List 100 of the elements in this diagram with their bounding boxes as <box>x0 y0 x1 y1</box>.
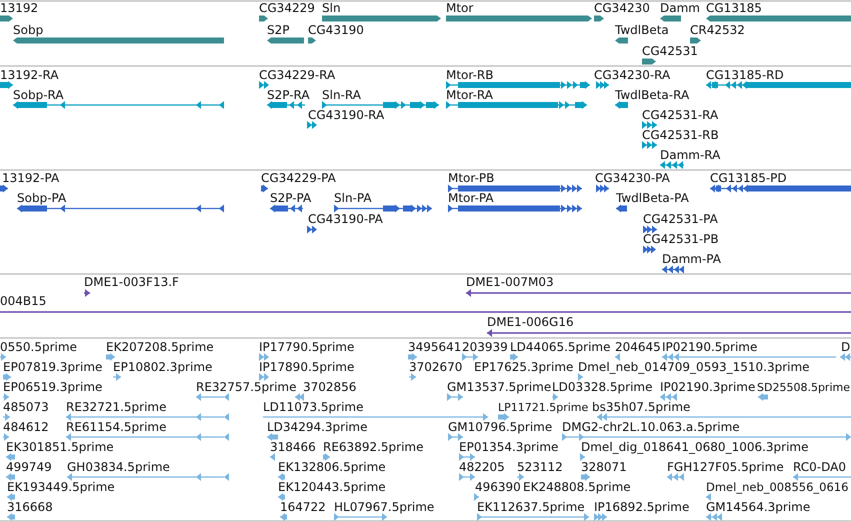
est-label: 0550.5prime <box>0 340 77 354</box>
est-label: bs35h07.5prime <box>592 400 690 414</box>
gene-label: Damm <box>660 2 700 14</box>
est-label: LD11073.5prime <box>263 400 364 414</box>
est-label: 318466 <box>270 440 316 454</box>
transcript-label: Mtor-RA <box>446 88 493 102</box>
clone-label: DME1-003F13.F <box>84 276 179 288</box>
est-label: 484612 <box>3 420 49 434</box>
est-label: Dmel_neb_008556_0616 <box>706 480 848 494</box>
transcript-label: Damm-RA <box>660 148 720 162</box>
est-label: 316668 <box>7 500 53 514</box>
protein-label: CG43190-PA <box>308 212 383 226</box>
est-label: IP02190.5prime <box>662 340 758 354</box>
est-label: RE32721.5prime <box>66 400 166 414</box>
transcript-label: Sobp-RA <box>13 88 64 102</box>
est-label: EP17625.3prime <box>474 360 574 374</box>
est-label: 204645 <box>615 340 661 354</box>
transcript-label: CG42531-RA <box>642 108 718 122</box>
est-label: 496390 <box>475 480 521 494</box>
est-label: EP06519.3prime <box>3 380 102 394</box>
protein-label: Sobp-PA <box>17 192 66 204</box>
est-label: EP10802.3prime <box>113 360 212 374</box>
est-label: GM13537.5prime <box>447 380 552 394</box>
est-label: 3495641 <box>408 340 462 354</box>
gene-label: Sln <box>322 2 341 14</box>
est-label: 203939 <box>462 340 508 354</box>
transcript-label: Sln-RA <box>322 88 361 102</box>
est-label: EP07819.3prime <box>3 360 102 374</box>
est-label: 3702670 <box>409 360 462 374</box>
est-label: GM10796.5prime <box>448 420 552 434</box>
est-label: EK301851.5prime <box>6 440 114 454</box>
est-label: HL07967.5prime <box>334 500 434 514</box>
est-label: EK112637.5prime <box>477 500 585 514</box>
est-label: LP11721.5prime <box>498 400 588 414</box>
est-label: IP16892.5prime <box>594 500 690 514</box>
gene-label: CG43190 <box>308 24 364 36</box>
est-label: IP02190.3prime <box>660 380 756 394</box>
gene-label: CG34230 <box>594 2 650 14</box>
est-label: 3702856 <box>303 380 356 394</box>
est-label: EP01354.3prime <box>459 440 558 454</box>
est-label: LD44065.5prime <box>510 340 611 354</box>
est-label: EK120443.5prime <box>278 480 386 494</box>
est-label: EK132806.5prime <box>278 460 386 474</box>
est-label: EK248808.5prime <box>523 480 631 494</box>
gene-label: Sobp <box>13 24 44 36</box>
transcript-label: TwdlBeta-RA <box>615 88 690 102</box>
transcript-label: CG42531-RB <box>642 128 719 142</box>
transcript-label: CG34230-RA <box>594 68 670 82</box>
protein-label: 13192-PA <box>2 172 60 184</box>
est-label: FGH127F05.5prime <box>667 460 784 474</box>
protein-label: CG42531-PA <box>643 212 718 226</box>
gene-label: TwdlBeta <box>615 24 669 36</box>
protein-label: CG34229-PA <box>261 172 336 184</box>
est-label: RE63892.5prime <box>323 440 424 454</box>
gene-label: Mtor <box>446 2 474 14</box>
est-label: IP17890.5prime <box>259 360 354 374</box>
est-label: IP17790.5prime <box>259 340 354 354</box>
est-label: 485073 <box>3 400 49 414</box>
est-label: EK207208.5prime <box>106 340 214 354</box>
protein-label: Sln-PA <box>334 192 372 204</box>
est-label: SD25508.5prime <box>757 380 850 394</box>
est-label: RE32757.5prime <box>196 380 296 394</box>
clone-label: 004B15 <box>0 294 46 308</box>
est-label: EK193449.5prime <box>7 480 115 494</box>
est-label: 499749 <box>6 460 52 474</box>
protein-label: CG13185-PD <box>710 172 787 184</box>
gene-label: CG34229 <box>259 2 315 14</box>
protein-label: Damm-PA <box>662 252 721 266</box>
protein-label: CG42531-PB <box>643 232 719 246</box>
est-label: 482205 <box>459 460 505 474</box>
est-label: 523112 <box>517 460 563 474</box>
protein-label: CG34230-PA <box>595 172 670 184</box>
est-label: D <box>841 340 850 354</box>
est-label: GH03834.5prime <box>67 460 170 474</box>
est-label: RE61154.5prime <box>66 420 166 434</box>
transcript-label: CG43190-RA <box>308 108 384 122</box>
gene-label: CG13185 <box>706 2 762 14</box>
transcript-label: 13192-RA <box>0 68 59 82</box>
clone-label: DME1-007M03 <box>466 276 554 288</box>
est-label: 164722 <box>280 500 326 514</box>
protein-label: Mtor-PB <box>448 172 494 184</box>
gene-label: 13192 <box>0 2 38 14</box>
transcript-label: S2P-RA <box>267 88 310 102</box>
gene-label: CG42531 <box>642 44 698 58</box>
est-label: LD34294.3prime <box>267 420 368 434</box>
transcript-label: Mtor-RB <box>446 68 494 82</box>
transcript-label: CG34229-RA <box>259 68 336 82</box>
est-label: 328071 <box>581 460 627 474</box>
gene-label: CR42532 <box>690 24 745 36</box>
est-label: DMG2-chr2L.10.063.a.5prime <box>562 420 740 434</box>
protein-label: TwdlBeta-PA <box>616 192 689 204</box>
protein-label: S2P-PA <box>270 192 312 204</box>
protein-label: Mtor-PA <box>448 192 494 204</box>
clone-label: DME1-006G16 <box>487 316 574 328</box>
transcript-label: CG13185-RD <box>706 68 784 82</box>
est-label: GM14564.3prime <box>706 500 810 514</box>
est-label: Dmel_neb_014709_0593_1510.3prime <box>578 360 810 374</box>
est-label: LD03328.5prime <box>552 380 653 394</box>
est-label: Dmel_dig_018641_0680_1006.3prime <box>581 440 809 454</box>
gene-label: S2P <box>267 24 290 36</box>
